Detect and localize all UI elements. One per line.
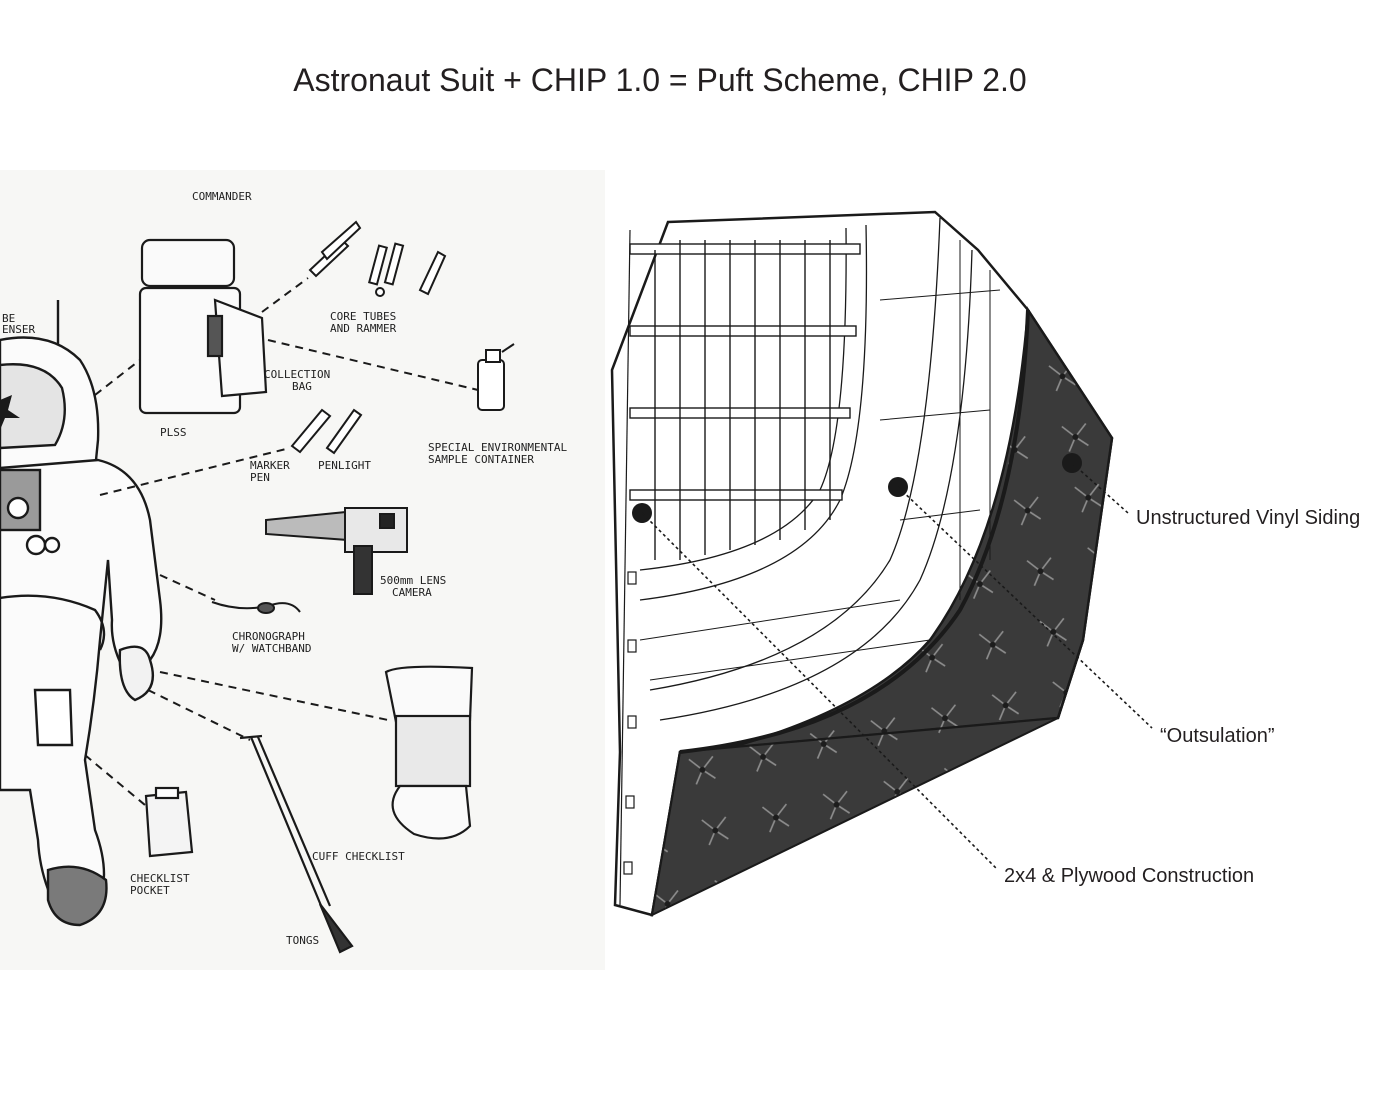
label-penlight: PENLIGHT <box>318 459 371 472</box>
blocking-lines <box>639 240 1001 681</box>
outsulation-panel-lower <box>650 717 1059 917</box>
label-core-tubes-2: AND RAMMER <box>330 322 397 335</box>
label-collection-bag-2: BAG <box>292 380 312 393</box>
wall-edge-blocks <box>619 229 637 906</box>
label-plss: PLSS <box>160 426 187 439</box>
inner-arc-edge <box>679 309 1030 754</box>
label-checklist-pocket-1: CHECKLIST <box>130 872 190 885</box>
astronaut-figure <box>0 300 163 927</box>
outsulation-panel-edge <box>1056 639 1085 719</box>
chronograph-icon <box>211 601 301 614</box>
label-commander: COMMANDER <box>192 190 252 203</box>
sample-container-icon <box>477 343 515 411</box>
label-camera-1: 500mm LENS <box>380 574 446 587</box>
visor-reflection <box>0 395 20 430</box>
leader-lines <box>84 277 479 806</box>
plss-backpack <box>138 238 268 415</box>
callout-outsulation: “Outsulation” <box>1160 725 1275 747</box>
astronaut-illustration: COMMANDER BE ENSER CORE TUBES AND RAMMER… <box>0 170 605 970</box>
callout-vinyl-siding: Unstructured Vinyl Siding <box>1136 507 1360 529</box>
camera-icon <box>265 507 408 595</box>
callout-leaders <box>641 462 1153 869</box>
marker-pen-icon <box>290 408 332 454</box>
label-core-tubes-1: CORE TUBES <box>330 310 396 323</box>
label-marker-pen-1: MARKER <box>250 459 290 472</box>
label-marker-pen-2: PEN <box>250 471 270 484</box>
label-sample-container-2: SAMPLE CONTAINER <box>428 453 534 466</box>
penlight-icon <box>325 408 363 455</box>
page-title: Astronaut Suit + CHIP 1.0 = Puft Scheme,… <box>293 62 1027 98</box>
label-camera-2: CAMERA <box>392 586 432 599</box>
callout-plywood: 2x4 & Plywood Construction <box>1004 865 1254 887</box>
label-checklist-pocket-2: POCKET <box>130 884 170 897</box>
label-collection-bag-1: COLLECTION <box>264 368 330 381</box>
label-sample-container-1: SPECIAL ENVIRONMENTAL <box>428 441 567 454</box>
label-chronograph-2: W/ WATCHBAND <box>232 642 311 655</box>
label-chronograph-1: CHRONOGRAPH <box>232 630 305 643</box>
label-cuff-checklist: CUFF CHECKLIST <box>312 850 405 863</box>
stud-framing <box>629 240 861 560</box>
label-tongs: TONGS <box>286 934 319 947</box>
wall-section-diagram: Unstructured Vinyl Siding “Outsulation” … <box>610 210 1360 917</box>
tongs-icon <box>239 734 354 954</box>
checklist-pocket-icon <box>144 786 194 858</box>
label-dispenser-top: BE <box>2 312 15 325</box>
core-tubes-icon <box>308 220 447 297</box>
label-dispenser-bottom: ENSER <box>2 323 35 336</box>
cuff-checklist-icon <box>384 665 474 840</box>
